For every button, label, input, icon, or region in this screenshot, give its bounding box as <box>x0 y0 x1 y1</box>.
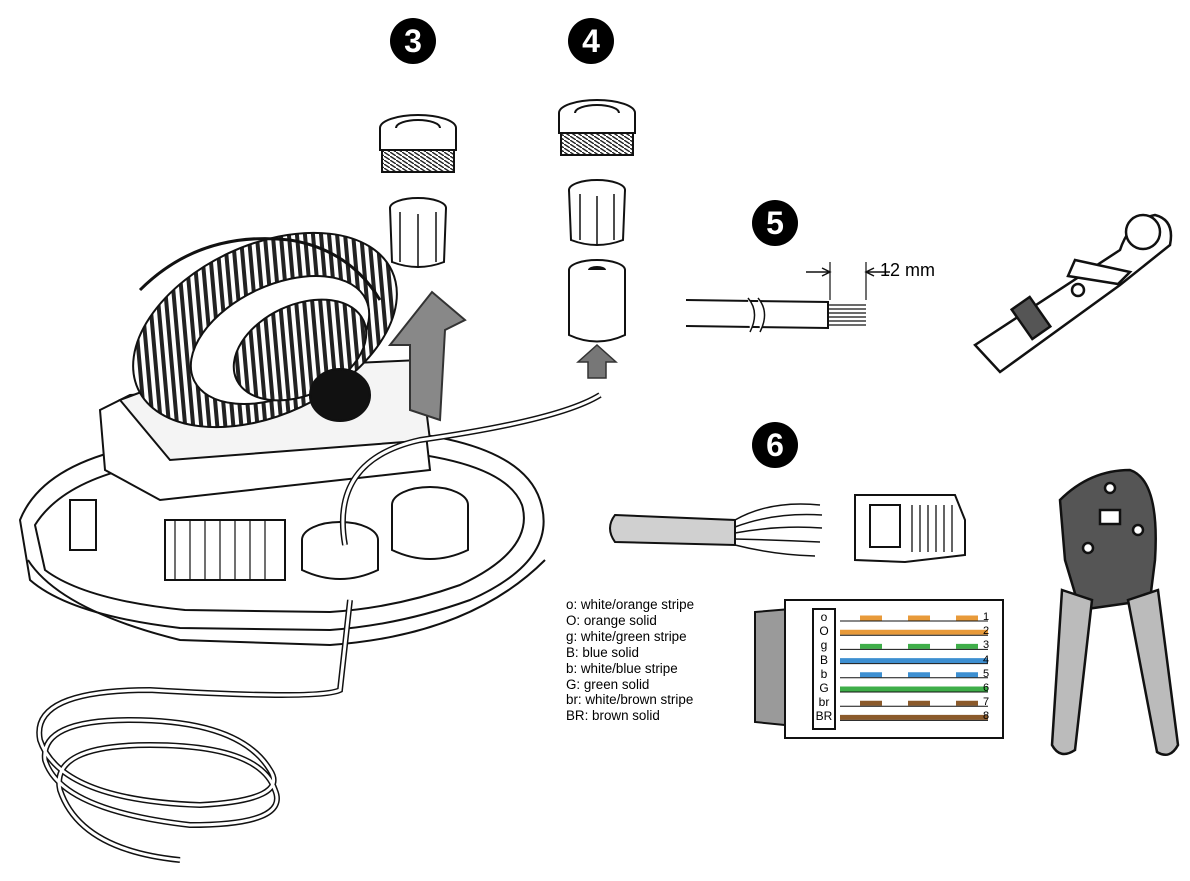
pin-code: B <box>819 652 828 667</box>
pinout-diagram <box>754 599 1004 739</box>
strip-length-label: 12 mm <box>880 260 936 280</box>
legend-item: G: green solid <box>566 676 650 692</box>
pin-code: BR <box>815 709 833 724</box>
legend-item: o: white/orange stripe <box>566 597 695 612</box>
wire-color-legend: o: white/orange stripe O: orange solid g… <box>566 597 694 724</box>
pin-number: 2 <box>983 625 990 638</box>
pin-number: 1 <box>983 611 990 623</box>
legend-item: O: orange solid <box>566 612 657 628</box>
pin-code: br <box>818 695 830 710</box>
legend-item: B: blue solid <box>566 644 639 660</box>
cable-gland-step-4 <box>558 99 636 343</box>
pin-code: g <box>820 638 828 653</box>
cable-fanned <box>609 503 823 557</box>
pin-code: b <box>820 666 828 681</box>
pin-number: 5 <box>983 667 990 680</box>
legend-item: g: white/green stripe <box>566 628 687 644</box>
cable-gland-step-3 <box>379 114 457 268</box>
cable-stripper-tool <box>973 213 1173 374</box>
pin-number: 3 <box>983 639 990 652</box>
step-badge-6: 6 <box>752 422 798 468</box>
step-badge-4: 4 <box>568 18 614 64</box>
arrow-insert-icon <box>576 343 618 379</box>
pin-code: G <box>819 681 829 695</box>
dome-camera <box>18 231 602 863</box>
legend-item: b: white/blue stripe <box>566 660 678 676</box>
stripped-cable <box>685 262 890 333</box>
arrow-remove-icon <box>387 290 467 422</box>
rj45-connector <box>854 494 966 564</box>
pin-code: O <box>819 624 829 639</box>
pin-number: 6 <box>983 682 990 694</box>
pin-code: o <box>820 610 828 624</box>
legend-item: BR: brown solid <box>566 708 660 724</box>
pin-number: 8 <box>983 710 990 723</box>
pin-number: 7 <box>983 696 990 709</box>
step-badge-5: 5 <box>752 200 798 246</box>
pin-number: 4 <box>983 653 990 666</box>
crimping-tool <box>1050 468 1180 757</box>
legend-item: br: white/brown stripe <box>566 692 694 708</box>
step-badge-3: 3 <box>390 18 436 64</box>
